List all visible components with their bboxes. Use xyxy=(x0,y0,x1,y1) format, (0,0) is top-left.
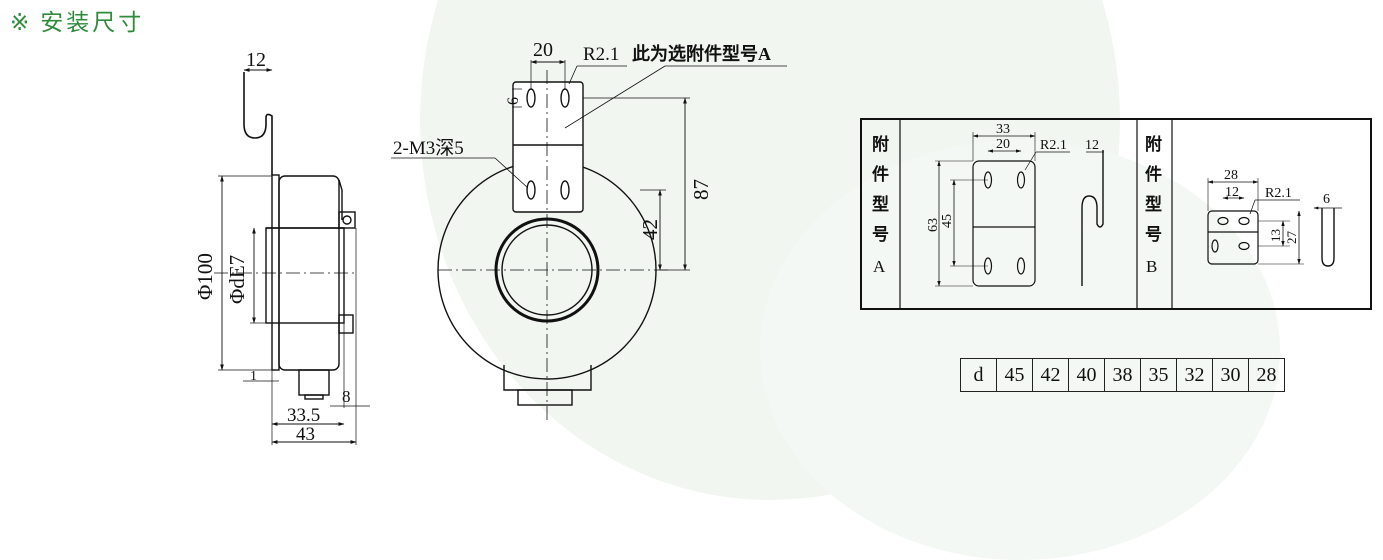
table-cell: 28 xyxy=(1248,358,1285,392)
table-cell: 42 xyxy=(1032,358,1069,392)
dim-side-8: 8 xyxy=(342,387,351,406)
table-cell: 35 xyxy=(1140,358,1177,392)
a-label-0: 附 xyxy=(872,134,889,154)
dim-a-33: 33 xyxy=(996,122,1010,137)
accessory-b-label: 附 件 型 号 B xyxy=(1145,134,1162,276)
table-cell: 38 xyxy=(1104,358,1141,392)
dim-side-43: 43 xyxy=(296,424,315,445)
accessory-a-label: 附 件 型 号 A xyxy=(872,134,889,276)
table-cell: 30 xyxy=(1212,358,1249,392)
b-label-1: 件 xyxy=(1145,164,1162,184)
dim-front-42: 42 xyxy=(638,219,662,240)
accessory-box xyxy=(860,118,1372,310)
drawing-canvas: 12 Φ100 ΦdE7 1 8 33.5 43 20 R xyxy=(193,39,1372,445)
accessory-b-drawing xyxy=(1207,178,1342,267)
a-label-2: 型 xyxy=(872,194,889,214)
b-label-0: 附 xyxy=(1145,134,1162,154)
a-label-4: A xyxy=(873,257,886,276)
dim-a-r21: R2.1 xyxy=(1040,138,1067,153)
title-text: 安装尺寸 xyxy=(40,10,145,36)
table-header-d: d xyxy=(960,358,997,392)
dim-b-r21: R2.1 xyxy=(1265,186,1292,201)
a-label-1: 件 xyxy=(872,164,889,184)
dim-b-28: 28 xyxy=(1224,168,1238,183)
dim-front-r21: R2.1 xyxy=(583,44,619,65)
dim-a-45: 45 xyxy=(940,214,955,228)
accessory-a-drawing xyxy=(935,132,1104,287)
dim-b-13: 13 xyxy=(1268,229,1283,242)
dim-front-87: 87 xyxy=(689,179,713,200)
label-screw-holes: 2-M3深5 xyxy=(393,137,464,159)
table-cell: 32 xyxy=(1176,358,1213,392)
dim-phid: ΦdE7 xyxy=(225,255,249,304)
dim-phi100: Φ100 xyxy=(193,253,217,300)
b-label-4: B xyxy=(1146,257,1157,276)
dim-a-20: 20 xyxy=(996,137,1010,152)
dim-side-1: 1 xyxy=(250,369,257,384)
title-mark: ※ xyxy=(10,10,33,36)
dim-a-63: 63 xyxy=(926,218,941,232)
table-row: d 45 42 40 38 35 32 30 28 xyxy=(960,358,1285,392)
bore-diameter-table: d 45 42 40 38 35 32 30 28 xyxy=(960,358,1285,392)
dim-side-33-5: 33.5 xyxy=(287,405,320,426)
dim-a-12: 12 xyxy=(1085,138,1099,153)
side-view xyxy=(214,68,370,445)
dim-b-27: 27 xyxy=(1284,231,1299,245)
dim-b-6: 6 xyxy=(1323,192,1330,207)
dim-front-6: 6 xyxy=(505,97,522,105)
dim-side-12: 12 xyxy=(246,49,266,71)
table-cell: 45 xyxy=(996,358,1033,392)
b-label-3: 号 xyxy=(1145,225,1162,244)
note-accessory-a: 此为选附件型号A xyxy=(632,43,771,64)
front-view xyxy=(391,60,787,420)
dim-front-20: 20 xyxy=(533,39,553,61)
page-title: ※ 安装尺寸 xyxy=(10,3,144,37)
b-label-2: 型 xyxy=(1145,194,1162,214)
a-label-3: 号 xyxy=(872,225,889,244)
table-cell: 40 xyxy=(1068,358,1105,392)
dim-b-12: 12 xyxy=(1225,185,1239,200)
